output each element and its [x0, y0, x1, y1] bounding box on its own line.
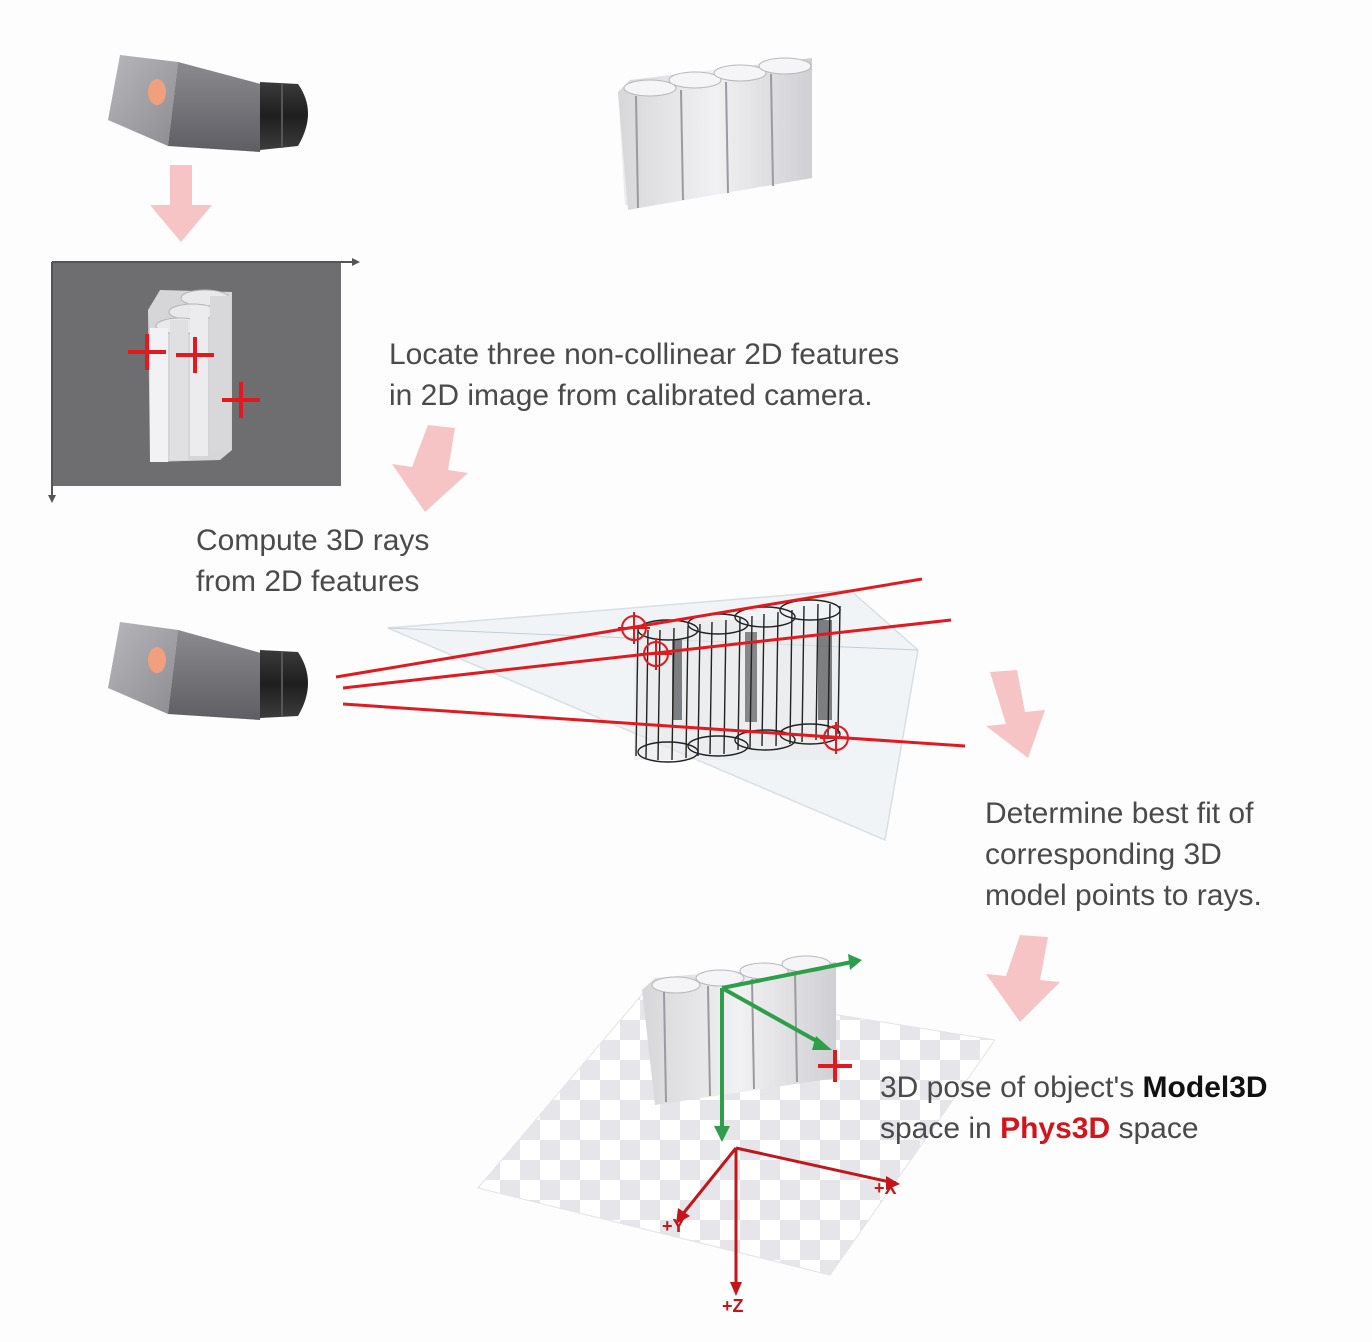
checkerboard-plane — [477, 984, 996, 1276]
caption-text: 3D pose of object's — [880, 1071, 1143, 1104]
down-arrow-icon — [986, 670, 1045, 758]
caption-line: in 2D image from calibrated camera. — [389, 379, 873, 412]
camera-icon-middle — [108, 622, 308, 720]
caption-text: space — [1110, 1112, 1199, 1145]
feature-marker-2 — [176, 337, 214, 373]
caption-line: corresponding 3D — [985, 838, 1222, 871]
caption-locate-features: Locate three non-collinear 2D features i… — [389, 334, 899, 416]
axis-label-z: +Z — [722, 1296, 744, 1316]
caption-best-fit: Determine best fit of corresponding 3D m… — [985, 793, 1262, 916]
caption-line: Locate three non-collinear 2D features — [389, 338, 900, 371]
model3d-label: Model3D — [1142, 1071, 1268, 1104]
caption-line: space in Phys3D space — [880, 1108, 1268, 1149]
part-model-3d — [618, 57, 812, 210]
caption-text: space in — [880, 1112, 1001, 1145]
axis-label-x: +X — [874, 1178, 897, 1198]
part-image-2d — [148, 289, 232, 462]
pose-feature-marker — [818, 1050, 852, 1082]
camera-image-panel — [48, 258, 360, 503]
ray-3 — [342, 702, 966, 748]
caption-compute-rays: Compute 3D rays from 2D features — [196, 520, 429, 602]
down-arrow-icon — [392, 425, 468, 512]
caption-line: from 2D features — [196, 565, 420, 598]
feature-marker-1 — [128, 334, 166, 370]
caption-pose: 3D pose of object's Model3D space in Phy… — [880, 1067, 1268, 1149]
ray-target-markers — [618, 612, 852, 754]
part-posed — [642, 955, 836, 1105]
caption-line: Determine best fit of — [985, 797, 1254, 830]
caption-line: Compute 3D rays — [196, 524, 430, 557]
down-arrow-icon — [150, 165, 212, 242]
axis-label-y: +Y — [662, 1216, 685, 1236]
caption-line: model points to rays. — [985, 879, 1262, 912]
model3d-axes — [714, 954, 862, 1142]
phys3d-axes — [676, 1146, 900, 1296]
caption-line: 3D pose of object's Model3D — [880, 1067, 1268, 1108]
camera-icon-top — [108, 55, 308, 152]
part-wireframe — [634, 599, 841, 763]
phys3d-label: Phys3D — [1000, 1112, 1111, 1145]
feature-marker-3 — [222, 382, 260, 418]
down-arrow-icon — [986, 935, 1060, 1022]
